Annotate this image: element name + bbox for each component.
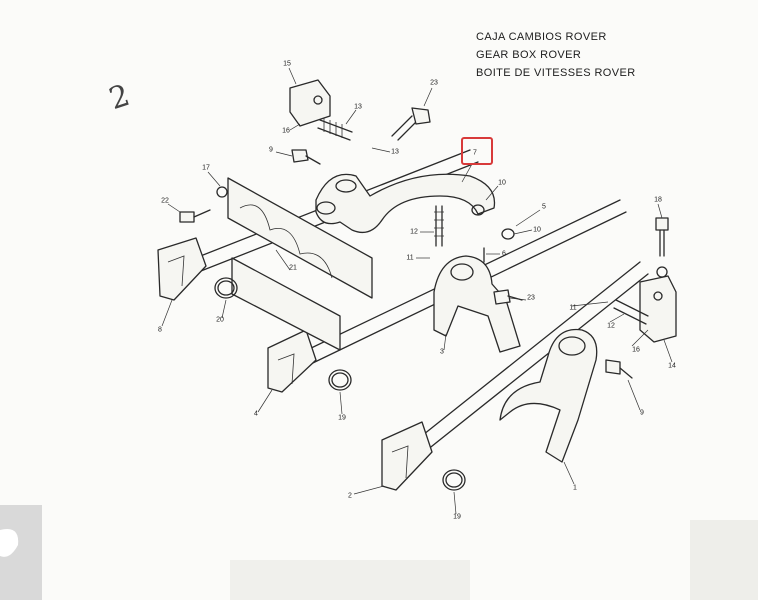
callout-21: 21 [289,264,297,272]
callout-19: 19 [338,414,346,422]
callout-17: 17 [202,164,210,172]
callout-6: 6 [502,250,506,258]
scan-noise [0,505,758,600]
callout-14: 14 [668,362,676,370]
callout-22: 22 [161,197,169,205]
selector-fork-1 [499,328,598,463]
callout-4: 4 [254,410,258,418]
callout-3: 3 [440,348,444,356]
title-english: GEAR BOX ROVER [476,49,582,61]
bracket-15 [289,79,331,127]
callout-16: 16 [282,127,290,135]
highlight-box-part-7 [461,137,493,165]
fasteners [179,107,669,379]
callout-1: 1 [573,484,577,492]
selector-arm-7 [315,173,496,234]
callout-23-b: 23 [527,294,535,302]
callout-16-b: 16 [632,346,640,354]
callout-13-b: 13 [391,148,399,156]
o-rings [214,277,466,491]
callout-12: 12 [410,228,418,236]
bracket-14 [639,275,677,343]
title-french: BOITE DE VITESSES ROVER [476,67,636,79]
interlock-plate-21 [227,177,373,351]
callout-10-b: 10 [533,226,541,234]
callout-10: 10 [498,179,506,187]
selector-fork-3 [433,255,521,353]
callout-15: 15 [283,60,291,68]
callout-11-b: 11 [569,304,577,312]
callout-12-b: 12 [607,322,615,330]
callout-8: 8 [158,326,162,334]
callout-5: 5 [542,203,546,211]
shift-rail-8 [157,149,479,301]
callout-11: 11 [406,254,414,262]
callout-9-b: 9 [640,409,644,417]
leader-lines [161,67,673,515]
callout-18: 18 [654,196,662,204]
callout-19-b: 19 [453,513,461,521]
callout-9: 9 [269,146,273,154]
callout-23: 23 [430,79,438,87]
callout-7: 7 [473,149,477,157]
title-block: CAJA CAMBIOS ROVER GEAR BOX ROVER BOITE … [476,28,636,82]
callout-13: 13 [354,103,362,111]
callout-20: 20 [216,316,224,324]
shift-rail-2 [381,261,649,491]
callout-2: 2 [348,492,352,500]
title-spanish: CAJA CAMBIOS ROVER [476,31,607,43]
